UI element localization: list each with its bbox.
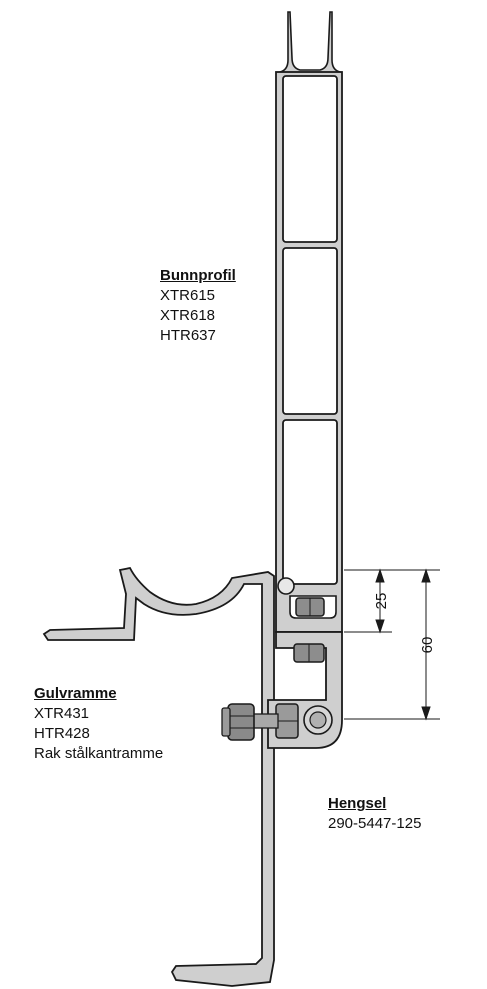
- label-gulvramme-line: Rak stålkantramme: [34, 745, 164, 762]
- label-gulvramme-line: HTR428: [34, 725, 90, 742]
- dimensions: [344, 568, 440, 721]
- bottom-profile: [275, 11, 343, 633]
- floor-frame: [42, 566, 275, 987]
- label-bunnprofil-line: HTR637: [160, 327, 216, 344]
- label-hengsel: Hengsel 290-5447-125: [328, 794, 421, 834]
- hinge: [221, 631, 343, 749]
- label-bunnprofil: Bunnprofil XTR615 XTR618 HTR637: [160, 266, 236, 346]
- label-gulvramme-title: Gulvramme: [34, 685, 117, 702]
- dimension-label-60: 60: [419, 637, 436, 654]
- bottom-profile-top-clip: [279, 11, 341, 77]
- profile-chamber: [282, 75, 338, 243]
- seal-bead: [277, 577, 295, 595]
- label-gulvramme: Gulvramme XTR431 HTR428 Rak stålkantramm…: [34, 684, 163, 764]
- floor-frame-profile: [42, 566, 275, 987]
- label-hengsel-title: Hengsel: [328, 795, 387, 812]
- dimension-label-25: 25: [373, 593, 390, 610]
- label-bunnprofil-line: XTR618: [160, 307, 216, 324]
- label-hengsel-line: 290-5447-125: [328, 815, 422, 832]
- label-gulvramme-line: XTR431: [34, 705, 90, 722]
- label-bunnprofil-line: XTR615: [160, 287, 216, 304]
- profile-chamber: [282, 419, 338, 585]
- frame-bolt-nut: [227, 703, 255, 741]
- profile-chamber: [282, 247, 338, 415]
- label-bunnprofil-title: Bunnprofil: [160, 267, 236, 284]
